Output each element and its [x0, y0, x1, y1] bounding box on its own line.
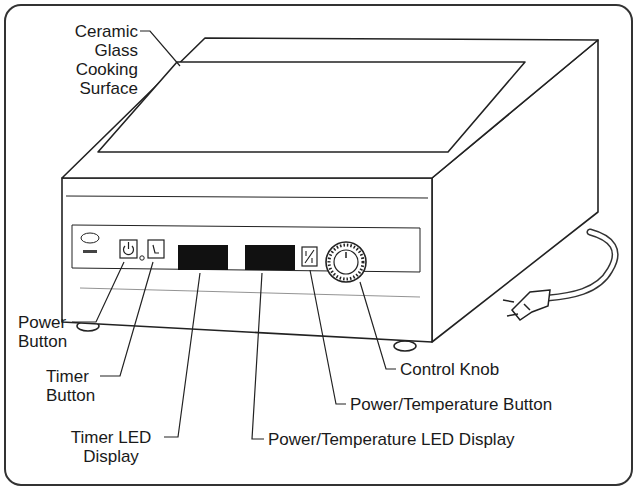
- power-symbol: [124, 242, 134, 255]
- timer-button: [148, 240, 164, 258]
- power-temperature-led-display: [245, 245, 295, 270]
- part-label: Control Knob: [400, 360, 620, 379]
- part-label: Timer Button: [46, 367, 108, 405]
- power-temperature-button: [302, 247, 317, 266]
- power-temperature-symbol: [305, 250, 314, 263]
- surface-label: Ceramic Glass Cooking Surface: [58, 22, 138, 98]
- part-label: Power Button: [18, 313, 80, 351]
- logo: [81, 233, 99, 243]
- timer-led-display: [178, 245, 228, 270]
- logo-mark: [83, 250, 97, 253]
- plug: [503, 290, 550, 320]
- control-knob: [326, 242, 366, 282]
- cooktop-body: [62, 38, 598, 342]
- control-panel: [72, 225, 420, 272]
- power-led: [140, 256, 144, 260]
- glass-surface: [98, 62, 525, 152]
- part-label: Timer LED Display: [60, 428, 162, 466]
- part-label: Power/Temperature Button: [350, 395, 630, 414]
- top-face: [62, 38, 598, 178]
- power-button: [120, 240, 137, 258]
- front-face: [62, 178, 432, 342]
- timer-symbol: [153, 245, 159, 253]
- frame: [5, 5, 632, 485]
- part-label: Power/Temperature LED Display: [268, 430, 628, 449]
